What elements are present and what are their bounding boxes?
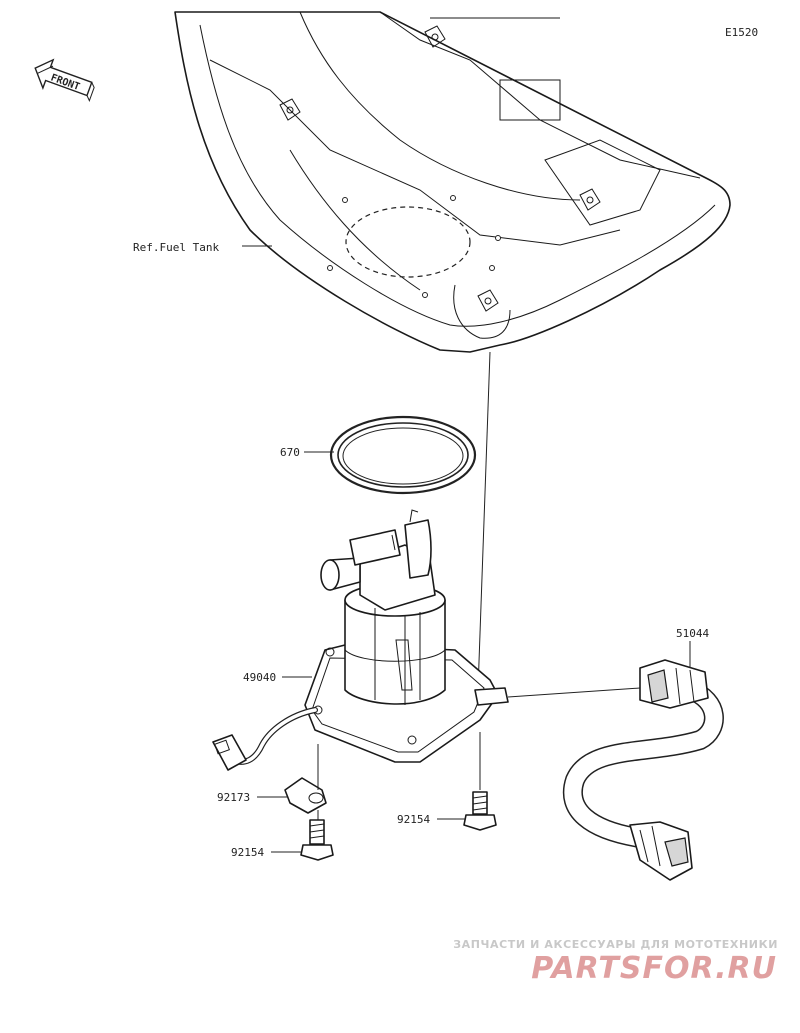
hose-connect-line [507,687,641,698]
svg-text:PARTSFOR.RU: PARTSFOR.RU [531,951,777,984]
front-arrow-icon: FRONT [34,58,95,102]
svg-text:92154: 92154 [397,813,430,826]
callout-hose: 51044 [676,627,709,668]
callout-bolt-right: 92154 [397,813,465,826]
fuel-hose [562,659,724,881]
svg-text:51044: 51044 [676,627,709,640]
diagram-code: E1520 [725,26,758,39]
bolt-right [463,732,497,831]
svg-text:92154: 92154 [231,846,264,859]
gasket-ring [329,415,477,495]
fuel-tank-outline [174,11,731,353]
svg-text:49040: 49040 [243,671,276,684]
bolt-left [300,810,334,861]
callout-gasket: 670 [280,446,334,459]
svg-text:670: 670 [280,446,300,459]
callout-clip: 92173 [217,791,287,804]
svg-text:92173: 92173 [217,791,250,804]
callout-ref-fuel-tank: Ref.Fuel Tank [133,241,272,254]
watermark-logo: PARTSFOR.RU [531,951,777,984]
clip-part [284,777,327,814]
callout-bolt-left: 92154 [231,846,301,859]
svg-text:Ref.Fuel Tank: Ref.Fuel Tank [133,241,219,254]
watermark-subtitle: ЗАПЧАСТИ И АКСЕССУАРЫ ДЛЯ МОТОТЕХНИКИ [453,938,778,951]
fuel-pump-assembly [212,509,509,771]
assembly-line [477,351,491,691]
callout-pump: 49040 [243,671,312,684]
